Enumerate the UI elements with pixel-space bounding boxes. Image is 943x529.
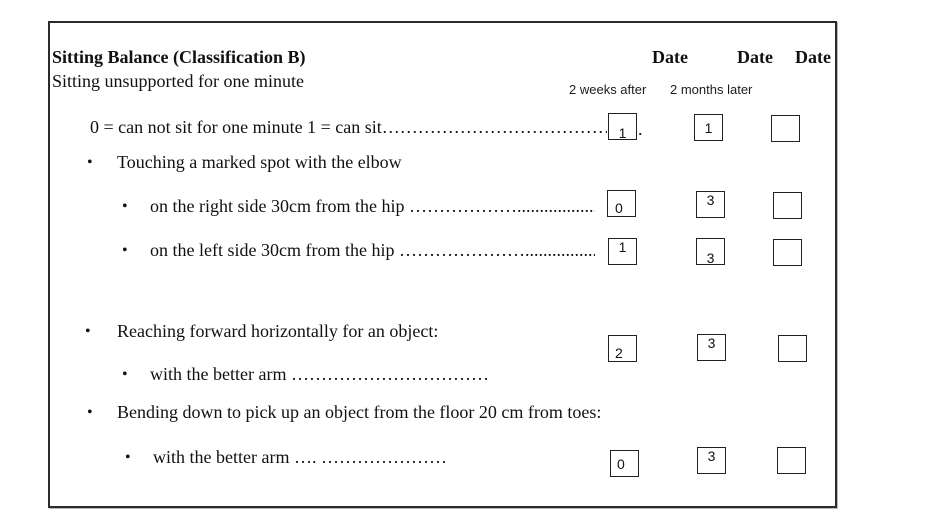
score-box-left-col1[interactable]: 1 — [608, 238, 637, 265]
score-value: 3 — [706, 250, 715, 266]
score-value: 1 — [618, 125, 627, 141]
bullet-icon: • — [122, 366, 128, 383]
score-value: 0 — [615, 200, 623, 216]
leader-dots: …………………………………………………… — [381, 117, 607, 137]
item-sit-text: 0 = can not sit for one minute 1 = can s… — [90, 117, 382, 137]
score-value: 0 — [617, 456, 625, 472]
item-bend-row: with the better arm …. ………………… — [153, 446, 483, 468]
score-value: 3 — [707, 448, 716, 464]
score-value: 1 — [618, 239, 627, 255]
leader-dots: …………………………… — [290, 364, 489, 384]
score-value: 1 — [704, 119, 713, 136]
form-subtitle: Sitting unsupported for one minute — [52, 71, 304, 91]
leader-dots: ………………..................................… — [408, 196, 595, 216]
score-box-reach-col2[interactable]: 3 — [697, 334, 726, 361]
score-box-reach-col1[interactable]: 2 — [608, 335, 637, 362]
score-box-right-col2[interactable]: 3 — [696, 191, 725, 218]
timepoint-label-2: 2 months later — [670, 82, 753, 97]
item-bend-text: with the better arm …. — [153, 447, 321, 467]
date-header-3: Date — [795, 47, 831, 67]
score-value: 3 — [706, 192, 715, 208]
form-title: Sitting Balance (Classification B) — [52, 47, 306, 67]
score-box-sit-col3[interactable] — [771, 115, 800, 142]
item-left-text: on the left side 30cm from the hip — [150, 240, 399, 260]
score-box-sit-col1[interactable]: 1 — [608, 113, 637, 140]
score-box-reach-col3[interactable] — [778, 335, 807, 362]
item-reach-row: with the better arm …………………………… — [150, 363, 500, 385]
item-sit-row: 0 = can not sit for one minute 1 = can s… — [90, 116, 607, 138]
bullet-icon: • — [85, 323, 91, 340]
score-box-sit-col2[interactable]: 1 — [694, 114, 723, 141]
score-box-right-col3[interactable] — [773, 192, 802, 219]
leader-dots: ………………… — [320, 447, 447, 467]
score-box-left-col2[interactable]: 3 — [696, 238, 725, 265]
score-value: 2 — [615, 345, 623, 361]
bullet-icon: • — [122, 198, 128, 215]
item-left-row: on the left side 30cm from the hip ……………… — [150, 239, 595, 261]
bullet-icon: • — [125, 449, 131, 466]
score-box-left-col3[interactable] — [773, 239, 802, 266]
leader-dots: ………………….................................… — [398, 240, 595, 260]
bullet-icon: • — [122, 242, 128, 259]
section-reach-label: Reaching forward horizontally for an obj… — [117, 321, 439, 341]
date-header-2: Date — [737, 47, 773, 67]
item-right-text: on the right side 30cm from the hip — [150, 196, 409, 216]
form-frame: Sitting Balance (Classification B) Sitti… — [48, 21, 837, 508]
score-box-bend-col1[interactable]: 0 — [610, 450, 639, 477]
bullet-icon: • — [87, 404, 93, 421]
score-box-bend-col2[interactable]: 3 — [697, 447, 726, 474]
score-box-right-col1[interactable]: 0 — [607, 190, 636, 217]
leader-tail-dot: . — [638, 119, 643, 139]
date-header-1: Date — [652, 47, 688, 67]
score-value: 3 — [707, 335, 716, 351]
item-reach-text: with the better arm — [150, 364, 291, 384]
score-box-bend-col3[interactable] — [777, 447, 806, 474]
bullet-icon: • — [87, 154, 93, 171]
section-bend-label: Bending down to pick up an object from t… — [117, 402, 602, 422]
section-touch-label: Touching a marked spot with the elbow — [117, 152, 402, 172]
item-right-row: on the right side 30cm from the hip …………… — [150, 195, 595, 217]
timepoint-label-1: 2 weeks after — [569, 82, 647, 97]
